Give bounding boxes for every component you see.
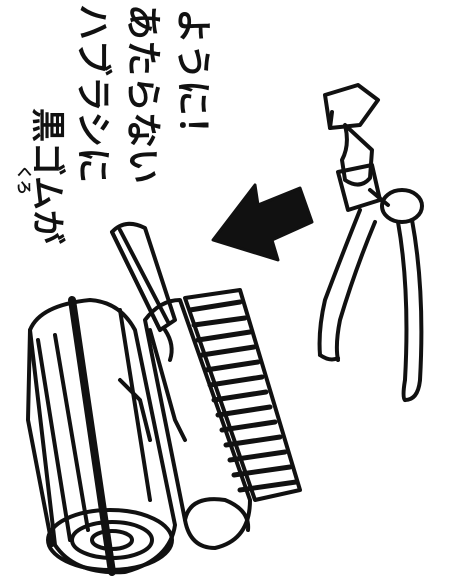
arrow-icon xyxy=(213,185,312,260)
pliers-icon xyxy=(320,85,422,400)
toothbrush-icon xyxy=(112,224,300,548)
